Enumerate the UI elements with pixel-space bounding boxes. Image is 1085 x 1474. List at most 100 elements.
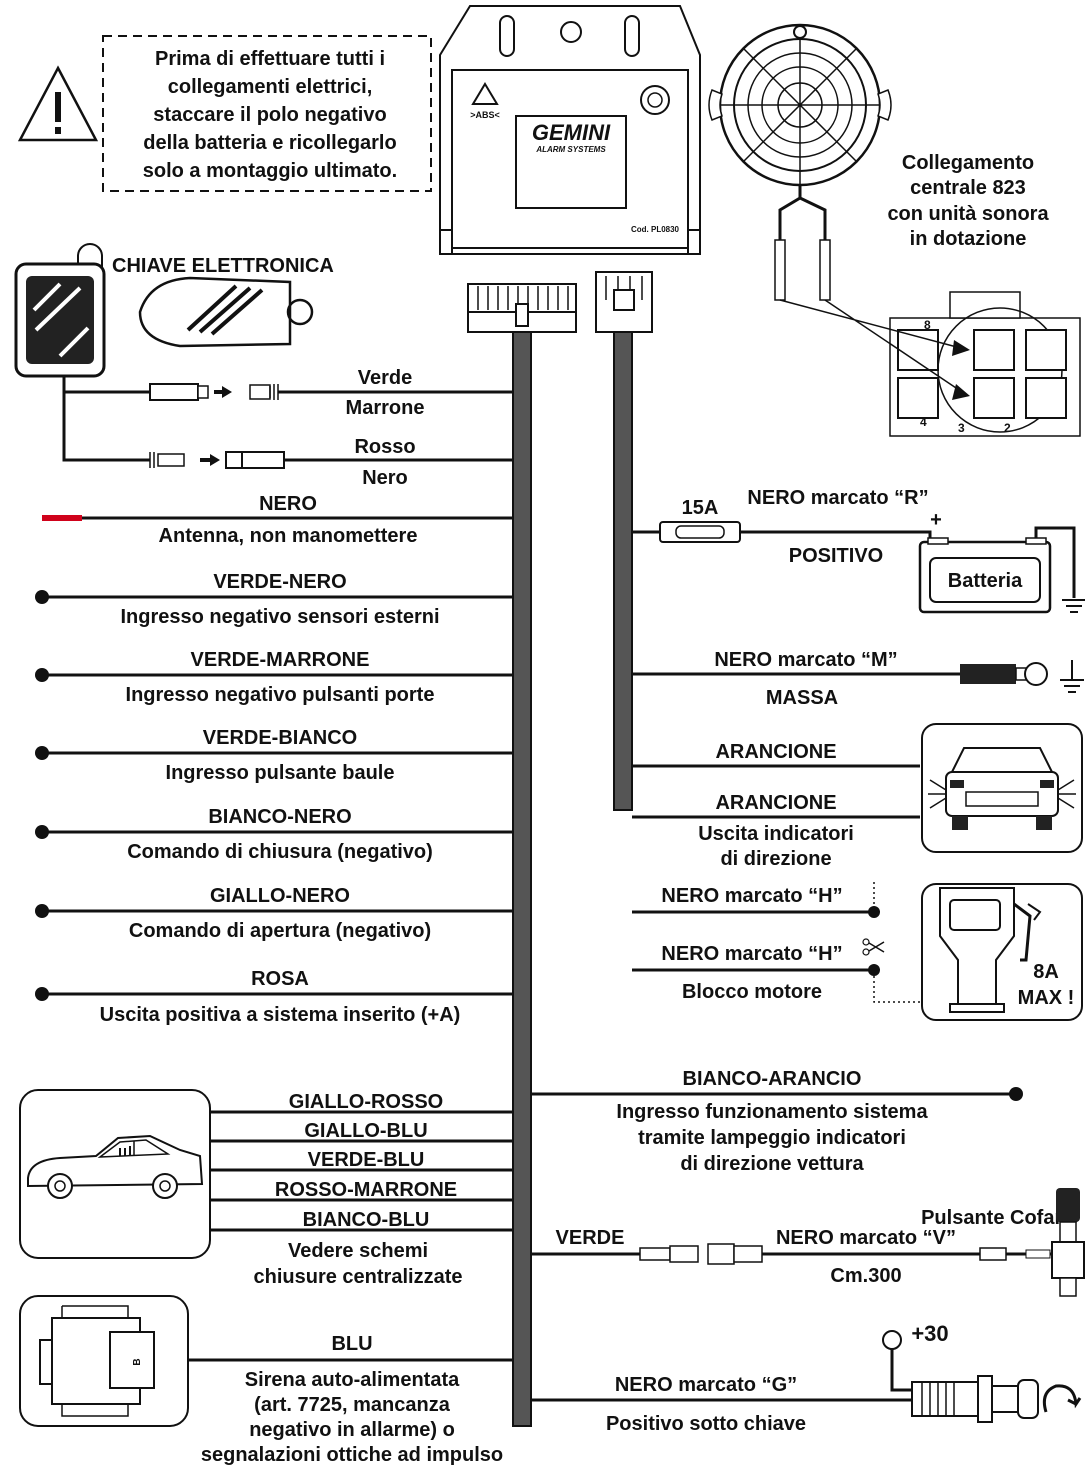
lock-desc-1: Vedere schemi bbox=[288, 1240, 428, 1262]
battery-plus: + bbox=[930, 509, 942, 531]
positive-label: POSITIVO bbox=[789, 545, 883, 567]
warning-box bbox=[102, 35, 432, 192]
positive-wire-label: NERO marcato “R” bbox=[747, 487, 928, 509]
siren-title-4: in dotazione bbox=[910, 228, 1027, 250]
flash-input-desc-2: tramite lampeggio indicatori bbox=[638, 1127, 906, 1149]
battery-ground-icon bbox=[1062, 599, 1085, 613]
wire-verde-bianco bbox=[35, 746, 513, 760]
recycle-icon bbox=[471, 82, 499, 105]
siren-title-3: con unità sonora bbox=[887, 203, 1049, 225]
control-unit: >ABS< GEMINI ALARM SYSTEMS Cod. PL0830 bbox=[439, 5, 701, 255]
siren-title-2: centrale 823 bbox=[910, 177, 1026, 199]
battery-icon bbox=[918, 526, 1076, 614]
hood-wire-right: NERO marcato “V” bbox=[776, 1227, 956, 1249]
hood-title: Pulsante Cofano bbox=[921, 1207, 1079, 1229]
scissors-icon bbox=[862, 938, 885, 956]
unit-brand-sub: ALARM SYSTEMS bbox=[535, 145, 606, 154]
power-cable bbox=[613, 331, 633, 811]
ignition-voltage: +30 bbox=[911, 1321, 948, 1346]
wire-rosa-desc: Uscita positiva a sistema inserito (+A) bbox=[100, 1004, 461, 1026]
ring-terminal-icon bbox=[960, 662, 1048, 686]
wire-marrone-label: Marrone bbox=[346, 397, 425, 419]
hood-switch-icon bbox=[1006, 1188, 1085, 1297]
unit-brand: GEMINI bbox=[532, 120, 611, 145]
lock-wire-bianco-blu: BIANCO-BLU bbox=[303, 1209, 430, 1231]
key-title: CHIAVE ELETTRONICA bbox=[112, 255, 334, 277]
fuse-icon bbox=[659, 521, 741, 543]
wire-giallo-nero bbox=[35, 904, 513, 918]
wire-blu-desc-3: negativo in allarme) o bbox=[249, 1419, 455, 1441]
electronic-key bbox=[14, 243, 150, 462]
siren-title-1: Collegamento bbox=[902, 152, 1034, 174]
warning-icon bbox=[17, 65, 99, 142]
wire-rosa-color: ROSA bbox=[251, 968, 309, 990]
indicator-wire-1: ARANCIONE bbox=[715, 741, 836, 763]
auto-siren-icon: B bbox=[19, 1295, 189, 1427]
wire-rosso-label: Rosso bbox=[354, 436, 415, 458]
siren-pin-3: 3 bbox=[958, 421, 965, 435]
wire-verde-nero-color: VERDE-NERO bbox=[213, 571, 346, 593]
wire-verde-marrone-desc: Ingresso negativo pulsanti porte bbox=[126, 684, 435, 706]
wire-blu-desc-4: segnalazioni ottiche ad impulso bbox=[201, 1444, 503, 1466]
fuel-pump-icon bbox=[921, 883, 1083, 1021]
flash-input-color: BIANCO-ARANCIO bbox=[683, 1068, 862, 1090]
siren-icon bbox=[708, 23, 892, 301]
ground-icon bbox=[1060, 660, 1084, 693]
warning-line-3: staccare il polo negativo bbox=[153, 104, 386, 126]
lock-wire-giallo-rosso: GIALLO-ROSSO bbox=[289, 1091, 443, 1113]
wire-verde-nero-desc: Ingresso negativo sensori esterni bbox=[121, 606, 440, 628]
flash-input-desc-3: di direzione vettura bbox=[680, 1153, 864, 1175]
wire-bianco-nero-color: BIANCO-NERO bbox=[208, 806, 351, 828]
ground-wire-label: NERO marcato “M” bbox=[714, 649, 897, 671]
siren-plug: 8 4 3 2 bbox=[779, 291, 1081, 437]
main-connector bbox=[467, 283, 577, 333]
wire-verde-bianco-desc: Ingresso pulsante baule bbox=[166, 762, 395, 784]
wire-giallo-nero-desc: Comando di apertura (negativo) bbox=[129, 920, 431, 942]
indicator-desc-1: Uscita indicatori bbox=[698, 823, 854, 845]
wire-verde-bianco-color: VERDE-BIANCO bbox=[203, 727, 357, 749]
antenna-color: NERO bbox=[259, 493, 317, 515]
main-cable bbox=[512, 331, 532, 1427]
lock-wire-verde-blu: VERDE-BLU bbox=[308, 1149, 425, 1171]
fuse-label: 15A bbox=[682, 497, 719, 519]
wire-verde-marrone bbox=[35, 668, 513, 682]
seal-icon bbox=[640, 85, 670, 115]
wire-blu-desc-1: Sirena auto-alimentata bbox=[245, 1369, 460, 1391]
siren-pin-2: 2 bbox=[1004, 421, 1011, 435]
hood-length: Cm.300 bbox=[830, 1265, 901, 1287]
ignition-wire: NERO marcato “G” bbox=[615, 1374, 797, 1396]
recycle-label: >ABS< bbox=[470, 110, 500, 120]
warning-line-5: solo a montaggio ultimato. bbox=[143, 160, 397, 182]
indicator-desc-2: di direzione bbox=[720, 848, 831, 870]
siren-pin-8: 8 bbox=[924, 318, 931, 332]
indicator-wire-2: ARANCIONE bbox=[715, 792, 836, 814]
auto-siren-label: B bbox=[132, 1358, 143, 1365]
wire-blu-color: BLU bbox=[331, 1333, 372, 1355]
hood-connector bbox=[639, 1243, 1007, 1265]
antenna-desc: Antenna, non manomettere bbox=[159, 525, 418, 547]
wire-verde-label: Verde bbox=[358, 367, 412, 389]
key-connector-1 bbox=[149, 383, 513, 401]
wire-nero-label: Nero bbox=[362, 467, 408, 489]
immob-rating-1: 8A bbox=[1033, 961, 1059, 983]
ground-label: MASSA bbox=[766, 687, 838, 709]
key-tag-icon bbox=[138, 276, 314, 348]
immob-wire-2: NERO marcato “H” bbox=[661, 943, 842, 965]
warning-line-4: della batteria e ricollegarlo bbox=[143, 132, 396, 154]
lock-desc-2: chiusure centralizzate bbox=[254, 1266, 463, 1288]
antenna-wire bbox=[42, 515, 513, 521]
battery-label: Batteria bbox=[948, 570, 1023, 592]
lock-wire-giallo-blu: GIALLO-BLU bbox=[304, 1120, 427, 1142]
immob-rating-2: MAX ! bbox=[1018, 987, 1075, 1009]
wire-verde-marrone-color: VERDE-MARRONE bbox=[191, 649, 370, 671]
ignition-key-icon bbox=[911, 1375, 1082, 1423]
immob-desc: Blocco motore bbox=[682, 981, 822, 1003]
unit-code: Cod. PL0830 bbox=[631, 225, 680, 234]
lock-wire-rosso-marrone: ROSSO-MARRONE bbox=[275, 1179, 457, 1201]
wire-bianco-nero bbox=[35, 825, 513, 839]
car-front-icon bbox=[921, 723, 1083, 853]
hood-wire-left: VERDE bbox=[556, 1227, 625, 1249]
car-side-icon bbox=[19, 1089, 211, 1259]
immob-wire-1: NERO marcato “H” bbox=[661, 885, 842, 907]
